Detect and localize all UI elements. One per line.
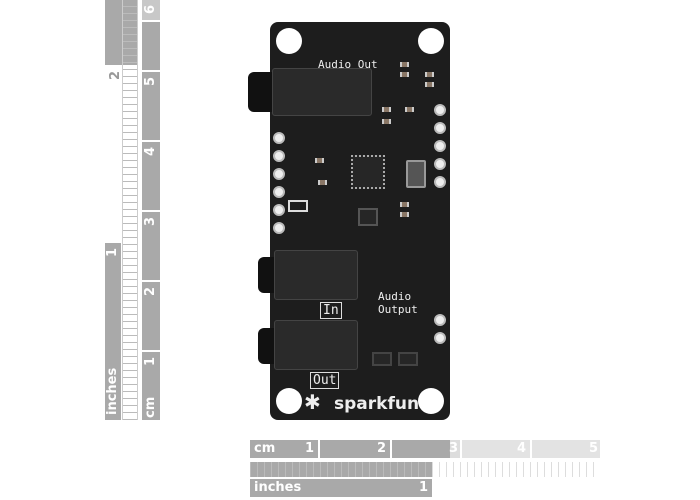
inch-segment-1: inches 1 <box>250 479 432 497</box>
cm-unit-label: cm <box>254 441 276 456</box>
cm-label: 2 <box>143 286 158 296</box>
cm-segment-5: 5 <box>532 440 600 458</box>
smd-component <box>318 180 327 185</box>
cm-label: 4 <box>516 441 526 456</box>
inch-unit-label: inches <box>105 367 120 415</box>
silk-output: Output <box>378 303 418 316</box>
inch-label: 1 <box>418 480 428 495</box>
silk-audio: Audio <box>378 290 412 303</box>
inch-label: 2 <box>108 70 123 80</box>
silk-in-label: In <box>320 302 342 319</box>
audio-jack-barrel <box>258 328 278 364</box>
smd-component <box>400 202 409 207</box>
sot-ic <box>398 352 418 366</box>
silk-out-label: Out <box>310 372 340 389</box>
cm-segment-6-body <box>142 22 160 70</box>
header-pad <box>434 122 446 134</box>
header-pad <box>273 186 285 198</box>
audio-pcb-board: Audio Out In Audio Output Out ✱ sparkfun <box>248 22 450 420</box>
header-pad <box>273 132 285 144</box>
cm-segment-1: cm 1 <box>142 352 160 420</box>
cm-segment-1: cm 1 <box>250 440 318 458</box>
cm-unit-label: cm <box>143 396 158 418</box>
cm-segment-4: 4 <box>462 440 530 458</box>
mounting-hole <box>418 388 444 414</box>
cm-segment-5: 5 <box>142 72 160 140</box>
cm-segment-3: 3 <box>142 212 160 280</box>
cm-label: 3 <box>448 441 458 456</box>
cm-label: 1 <box>143 356 158 366</box>
header-pad <box>273 150 285 162</box>
header-pad <box>434 158 446 170</box>
inch-label: 1 <box>105 247 120 257</box>
smd-component <box>405 107 414 112</box>
audio-out-jack-2 <box>274 320 358 370</box>
cm-segment-2: 2 <box>142 282 160 350</box>
reset-button[interactable] <box>406 160 426 188</box>
codec-ic <box>351 155 385 189</box>
cm-segment-6: 6 <box>142 0 160 20</box>
regulator-ic <box>358 208 378 226</box>
header-pad <box>434 176 446 188</box>
inch-unit-label: inches <box>254 480 302 495</box>
header-pad <box>434 314 446 326</box>
header-pad <box>273 168 285 180</box>
header-pad <box>273 222 285 234</box>
smd-component <box>400 62 409 67</box>
smd-component <box>315 158 324 163</box>
smd-component <box>382 107 391 112</box>
mounting-hole <box>276 388 302 414</box>
inch-segment-1: inches 1 <box>105 243 121 420</box>
audio-jack-barrel <box>248 72 276 112</box>
vertical-tick-marks <box>122 0 138 420</box>
header-pad <box>434 332 446 344</box>
cm-segment-4: 4 <box>142 142 160 210</box>
sparkfun-logo-text: sparkfun <box>334 394 420 414</box>
cm-segment-3: 3 <box>392 440 460 458</box>
smd-component <box>425 72 434 77</box>
audio-out-jack <box>272 68 372 116</box>
inch-tick-marks <box>250 462 432 477</box>
audio-in-jack <box>274 250 358 300</box>
smd-component <box>400 72 409 77</box>
cm-label: 5 <box>143 76 158 86</box>
jumper-pad <box>288 200 308 212</box>
mounting-hole <box>418 28 444 54</box>
mounting-hole <box>276 28 302 54</box>
cm-label: 3 <box>143 216 158 226</box>
cm-label: 6 <box>143 4 158 14</box>
sparkfun-gear-icon: ✱ <box>304 390 321 414</box>
cm-segment-2: 2 <box>320 440 390 458</box>
header-pad <box>434 104 446 116</box>
smd-component <box>382 119 391 124</box>
smd-component <box>400 212 409 217</box>
cm-tick-marks <box>432 462 600 477</box>
audio-jack-barrel <box>258 257 278 293</box>
sot-ic <box>372 352 392 366</box>
cm-label: 5 <box>588 441 598 456</box>
cm-label: 1 <box>304 441 314 456</box>
cm-label: 2 <box>376 441 386 456</box>
cm-label: 4 <box>143 146 158 156</box>
smd-component <box>425 82 434 87</box>
silk-audio-out: Audio Out <box>318 58 378 71</box>
header-pad <box>273 204 285 216</box>
header-pad <box>434 140 446 152</box>
